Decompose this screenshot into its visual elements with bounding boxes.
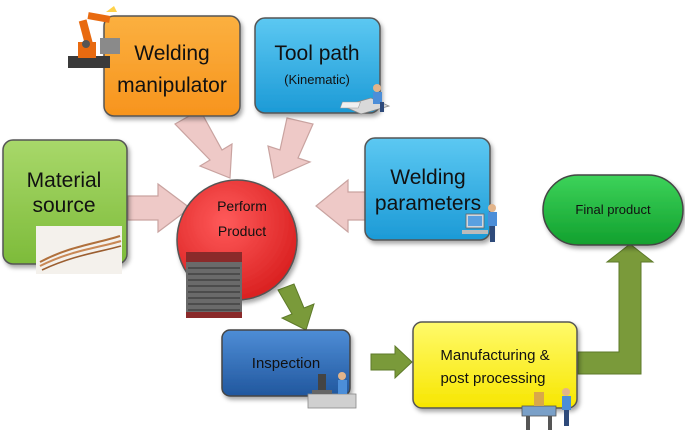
perform-product-line2: Product — [218, 223, 266, 239]
person-at-computer-icon — [462, 204, 497, 242]
arrow-material-to-product — [127, 182, 191, 234]
arrow-toolpath-to-product — [267, 117, 314, 179]
welding-manipulator-line2: manipulator — [117, 74, 227, 97]
manufacturing-line2: post processing — [440, 370, 545, 387]
perform-product-line1: Perform — [217, 198, 267, 214]
welding-manipulator-box: Welding manipulator — [103, 15, 241, 117]
manufacturing-line1: Manufacturing & — [440, 347, 549, 364]
tool-path-line1: Tool path — [274, 42, 359, 65]
tool-path-line2: (Kinematic) — [284, 72, 350, 87]
arrow-parameters-to-product — [315, 178, 373, 234]
inspection-label: Inspection — [252, 355, 320, 372]
welding-wire-photo — [36, 226, 122, 274]
manufacturing-box: Manufacturing & post processing — [412, 321, 578, 409]
final-product-node: Final product — [542, 174, 684, 246]
final-product-label: Final product — [575, 202, 651, 217]
robot-arm-icon — [68, 6, 120, 68]
inspection-box: Inspection — [221, 329, 351, 397]
material-source-line1: Material — [27, 169, 102, 192]
welding-parameters-box: Welding parameters — [364, 137, 491, 241]
tool-path-box: Tool path (Kinematic) — [254, 17, 381, 114]
welding-parameters-line1: Welding — [390, 166, 466, 189]
welding-manipulator-line1: Welding — [134, 42, 210, 65]
person-at-desk-icon — [339, 84, 391, 115]
factory-worker-icon — [521, 388, 571, 430]
arrow-product-to-inspection — [277, 283, 315, 331]
arrow-manipulator-to-product — [174, 109, 233, 179]
material-source-line2: source — [32, 194, 95, 217]
microscope-person-icon — [307, 372, 357, 409]
flow-arrows — [277, 243, 655, 380]
input-arrows — [127, 109, 373, 234]
wire-coil-photo — [186, 252, 242, 318]
arrow-inspection-to-manufacturing — [370, 344, 413, 380]
arrow-manufacturing-to-final — [577, 243, 655, 375]
welding-parameters-line2: parameters — [375, 192, 481, 215]
